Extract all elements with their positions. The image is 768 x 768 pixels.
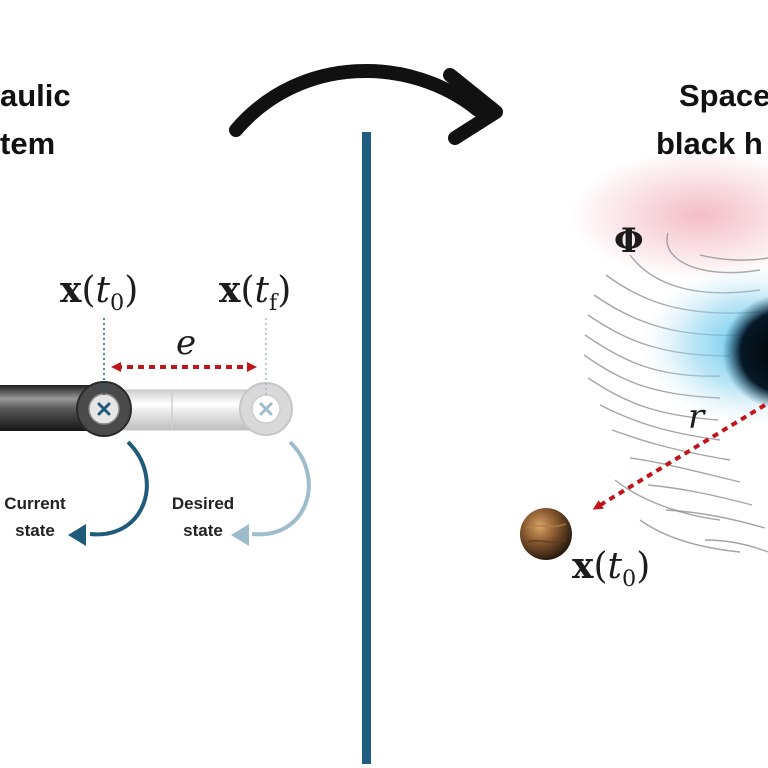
- current-state-arrow: [89, 440, 149, 537]
- desired-state-label: Desired state: [171, 494, 235, 541]
- planet-x-sub: 0: [621, 565, 637, 592]
- current-state-label: Current state: [4, 494, 66, 541]
- desired-cross-icon: [259, 402, 273, 416]
- left-title-line2: tem: [0, 126, 56, 161]
- x-final-sub: f: [268, 289, 278, 316]
- planet-x-symbol: x: [572, 545, 594, 587]
- current-cross-icon: [97, 402, 111, 416]
- x-final-label: x(tf): [219, 269, 292, 316]
- x-initial-sub: 0: [109, 289, 125, 316]
- pink-glow: [570, 150, 768, 280]
- x-initial-symbol: x: [60, 269, 82, 311]
- phi-label: Φ: [614, 221, 644, 261]
- cylinder-rod-light: [107, 389, 259, 431]
- cylinder-rod-dark: [0, 385, 90, 431]
- x-final-var: t: [254, 270, 269, 311]
- spacetime-field: [570, 150, 768, 553]
- right-title-line1: Space: [679, 78, 768, 113]
- actuator: [0, 381, 293, 437]
- transition-arrow: [229, 64, 485, 137]
- planet-x-var: t: [607, 546, 622, 587]
- planet: [520, 508, 572, 560]
- planet-x-label: x(t0): [572, 545, 651, 592]
- left-title-line1: aulic: [0, 78, 71, 113]
- black-hole: [716, 294, 768, 410]
- x-initial-label: x(t0): [60, 269, 139, 316]
- panel-divider: [362, 132, 371, 764]
- x-initial-var: t: [95, 270, 110, 311]
- error-label: e: [176, 323, 197, 363]
- desired-state-arrow: [251, 440, 311, 537]
- radius-label: r: [688, 397, 705, 437]
- transition-arrow-head: [443, 68, 503, 145]
- right-title-line2: black h: [656, 126, 763, 161]
- x-final-symbol: x: [219, 269, 241, 311]
